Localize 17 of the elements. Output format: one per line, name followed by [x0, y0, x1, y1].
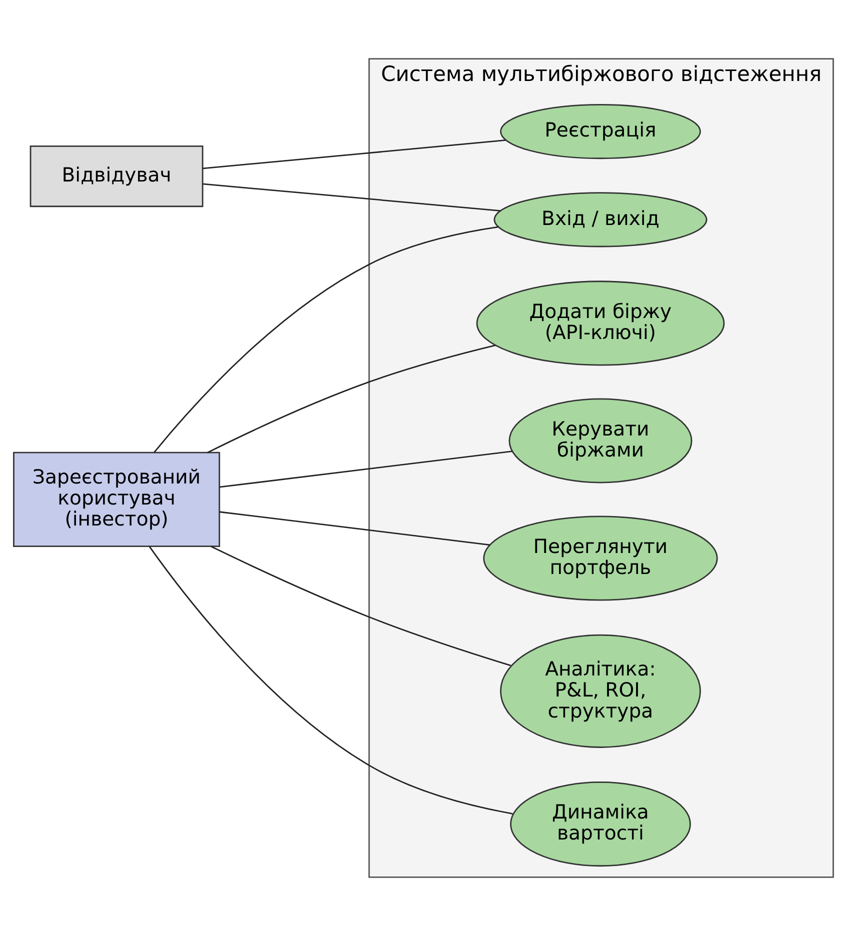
node-ellipse: Додати біржу (API-ключі) [476, 280, 725, 366]
connector [154, 226, 498, 453]
node-ellipse: Переглянути портфель [483, 516, 718, 601]
connector [207, 344, 496, 454]
connector [219, 511, 490, 546]
node-ellipse: Керувати біржами [508, 398, 692, 484]
node-box: Відвідувач [30, 146, 204, 208]
node-ellipse: Аналітика: P&L, ROI, структура [500, 634, 701, 748]
node-box: Зареєстрований користувач (інвестор) [13, 452, 220, 548]
connector [202, 140, 506, 170]
node-ellipse: Динаміка вартості [510, 782, 691, 867]
connector [148, 546, 513, 814]
node-ellipse: Вхід / вихід [494, 192, 708, 248]
node-ellipse: Реєстрація [500, 104, 701, 160]
connector [210, 546, 511, 666]
connector [202, 183, 501, 212]
connector [219, 450, 512, 488]
